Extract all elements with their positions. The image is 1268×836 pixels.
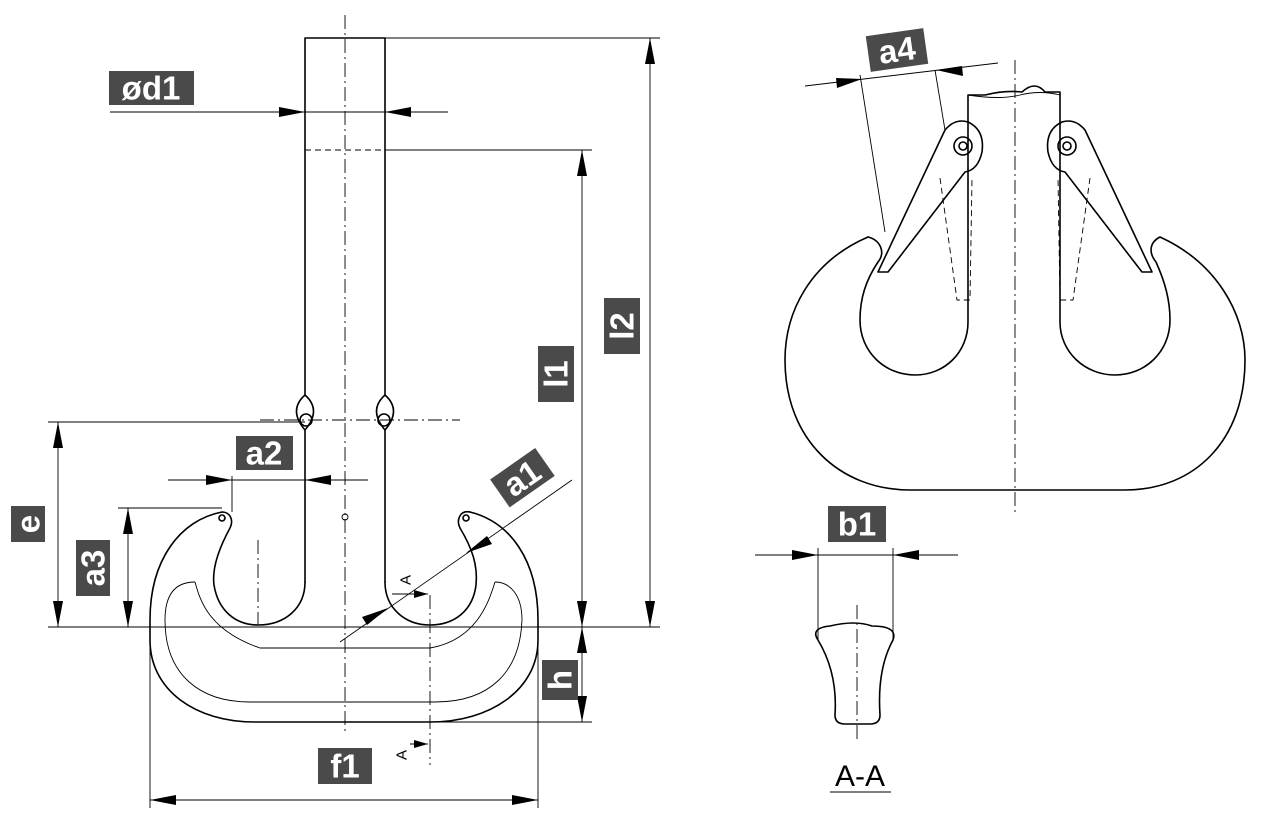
svg-text:l2: l2 bbox=[604, 312, 641, 340]
left-latch-pivot bbox=[953, 136, 973, 156]
svg-text:a4: a4 bbox=[876, 29, 918, 71]
label-h: h bbox=[542, 660, 579, 700]
left-latch-hidden bbox=[939, 177, 973, 301]
break-line bbox=[967, 92, 1061, 98]
label-f1: f1 bbox=[318, 748, 372, 785]
left-pin-lug bbox=[295, 394, 315, 431]
ext-a4-right bbox=[934, 69, 946, 131]
svg-text:a2: a2 bbox=[246, 435, 283, 472]
inner-fillet-contour bbox=[164, 581, 523, 703]
section-profile bbox=[814, 622, 895, 725]
left-tip-dot bbox=[218, 514, 226, 522]
section-caption: A-A bbox=[835, 760, 885, 793]
side-view-shank bbox=[967, 85, 1061, 169]
svg-text:ød1: ød1 bbox=[122, 70, 181, 107]
label-a4: a4 bbox=[865, 28, 929, 72]
label-a1: a1 bbox=[490, 448, 555, 508]
label-l1: l1 bbox=[538, 346, 575, 402]
section-marker-top: A bbox=[398, 575, 415, 585]
svg-text:e: e bbox=[10, 515, 47, 533]
section-a-a: A-A bbox=[755, 548, 958, 793]
label-e: e bbox=[10, 506, 47, 542]
right-latch-pivot bbox=[1057, 136, 1077, 156]
right-pin-lug bbox=[375, 394, 395, 431]
label-d1: ød1 bbox=[109, 70, 194, 107]
ext-a4-left bbox=[859, 74, 886, 233]
section-marker-bottom: A bbox=[394, 750, 411, 760]
label-a3: a3 bbox=[75, 540, 112, 596]
svg-text:a3: a3 bbox=[75, 550, 112, 587]
left-latch bbox=[877, 120, 984, 273]
svg-text:f1: f1 bbox=[330, 748, 359, 785]
label-a2: a2 bbox=[236, 435, 293, 472]
svg-text:h: h bbox=[542, 670, 579, 690]
side-view bbox=[784, 60, 1246, 512]
front-view: A A bbox=[48, 15, 660, 808]
right-latch-hidden bbox=[1057, 177, 1091, 301]
hook-body-outline bbox=[149, 511, 539, 723]
center-mark bbox=[341, 513, 349, 521]
svg-text:b1: b1 bbox=[838, 506, 877, 543]
label-l2: l2 bbox=[604, 298, 641, 354]
right-latch bbox=[1046, 120, 1153, 273]
left-hook-tip bbox=[212, 511, 306, 626]
svg-text:l1: l1 bbox=[538, 360, 575, 388]
side-view-body bbox=[784, 167, 1246, 491]
hook-shank bbox=[304, 37, 386, 396]
right-tip-dot bbox=[462, 514, 470, 522]
label-b1: b1 bbox=[828, 506, 886, 543]
right-hook-tip bbox=[384, 510, 478, 626]
